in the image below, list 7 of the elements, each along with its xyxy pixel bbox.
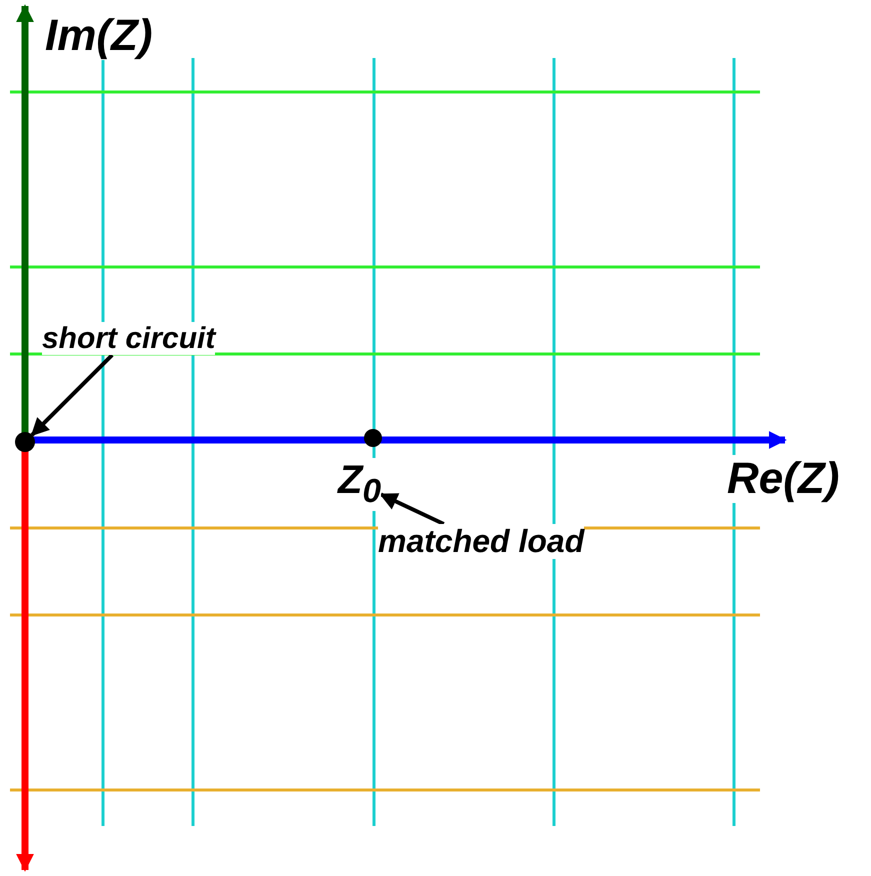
point-marker xyxy=(15,432,35,452)
leader-arrow xyxy=(379,492,445,526)
leader-arrow xyxy=(30,354,114,436)
point-label: Z$_{0}$ xyxy=(338,458,381,511)
axis-label: Re(Z) xyxy=(727,455,840,504)
annotation-text: matched load xyxy=(378,524,584,560)
annotation-text: short circuit xyxy=(42,322,216,355)
